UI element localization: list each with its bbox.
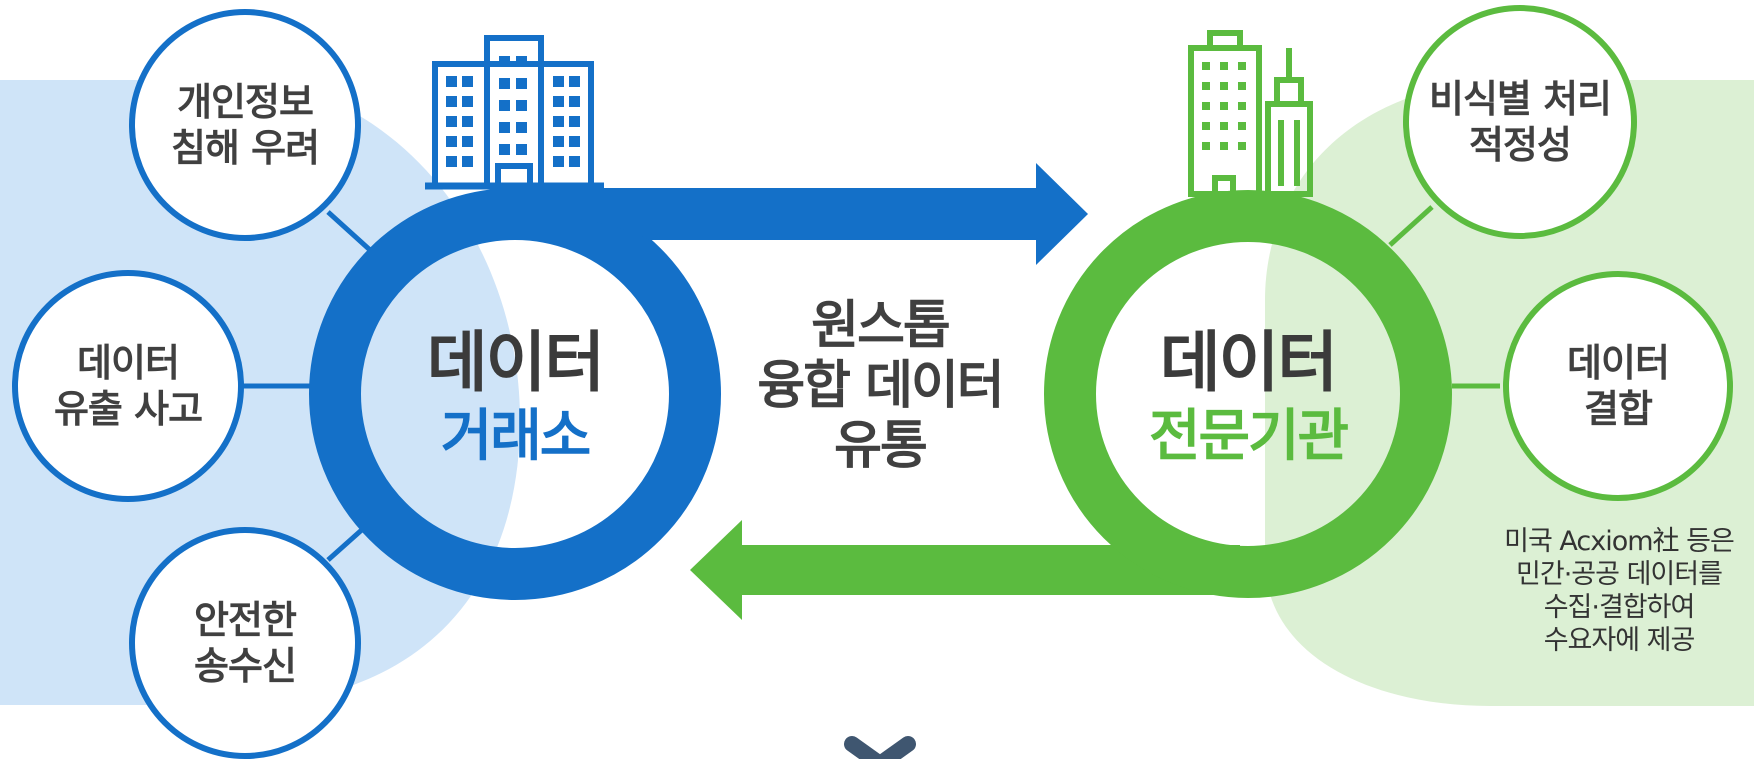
- issue-leak-line1: 데이터: [77, 340, 180, 385]
- institution-title: 데이터 전문기관: [1118, 312, 1378, 482]
- role-label-deidentification: 비식별 처리 적정성: [1425, 77, 1615, 167]
- role-circle-combination: [1503, 271, 1733, 501]
- issue-label-privacy: 개인정보 침해 우려: [165, 80, 325, 170]
- office-building-icon: [425, 35, 604, 190]
- role-label-combination: 데이터 결합: [1538, 341, 1698, 431]
- flow-line1: 원스톱: [811, 296, 951, 357]
- issue-label-secure: 안전한 송수신: [165, 598, 325, 688]
- role-deidentification-line1: 비식별 처리: [1428, 76, 1612, 121]
- issue-leak-line2: 유출 사고: [53, 387, 203, 431]
- role-combination-line1: 데이터: [1567, 340, 1670, 385]
- issue-label-leak: 데이터 유출 사고: [38, 341, 218, 431]
- note-line1: 미국 Acxiom社 등은: [1504, 526, 1735, 558]
- institution-title-line2: 전문기관: [1148, 404, 1349, 470]
- note-line3: 수집·결합하여: [1543, 592, 1696, 623]
- institution-ring: [1044, 190, 1452, 598]
- issue-privacy-line1: 개인정보: [177, 79, 314, 124]
- role-deidentification-line2: 적정성: [1469, 123, 1572, 167]
- issue-circle-secure: [129, 527, 361, 759]
- flow-line3: 유통: [834, 415, 928, 476]
- institution-note: 미국 Acxiom社 등은 민간·공공 데이터를 수집·결합하여 수요자에 제공: [1488, 522, 1750, 662]
- institution-title-line1: 데이터: [1159, 323, 1338, 401]
- chevron-down-icon: [844, 736, 916, 759]
- role-combination-line2: 결합: [1584, 387, 1653, 431]
- exchange-title: 데이터 거래소: [395, 312, 635, 482]
- flow-arrow-to-institution: [515, 163, 1088, 265]
- issue-circle-leak: [12, 270, 244, 502]
- issue-privacy-line2: 침해 우려: [170, 126, 320, 170]
- exchange-connectors: [240, 210, 372, 562]
- flow-line2: 융합 데이터: [757, 356, 1004, 417]
- skyscraper-icon: [1188, 30, 1313, 197]
- exchange-title-line2: 거래소: [440, 404, 592, 470]
- issue-circle-privacy: [129, 9, 361, 241]
- skyscraper-windows: [1202, 62, 1246, 150]
- issue-secure-line2: 송수신: [194, 644, 297, 688]
- note-line2: 민간·공공 데이터를: [1516, 559, 1723, 591]
- office-windows: [446, 56, 580, 167]
- issue-secure-line1: 안전한: [194, 597, 297, 642]
- flow-label: 원스톱 융합 데이터 유통: [720, 272, 1040, 502]
- exchange-title-line1: 데이터: [426, 323, 605, 401]
- note-line4: 수요자에 제공: [1543, 624, 1696, 656]
- institution-connectors: [1388, 205, 1500, 389]
- role-circle-deidentification: [1403, 5, 1637, 239]
